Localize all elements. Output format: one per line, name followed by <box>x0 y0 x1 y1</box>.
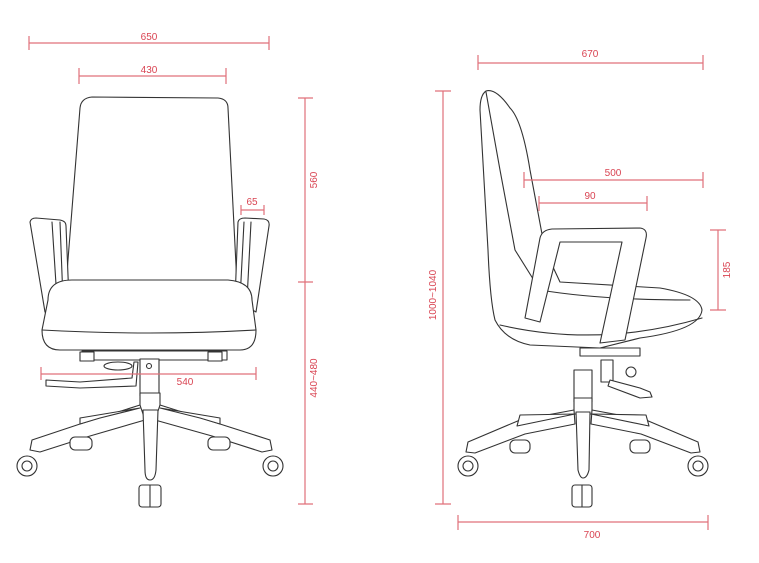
label-backrest-height: 560 <box>309 171 320 188</box>
label-overall-depth: 670 <box>582 49 599 60</box>
label-overall-height: 1000~1040 <box>428 269 439 320</box>
dim-armrest-length: 90 <box>538 191 648 211</box>
label-backrest-width: 430 <box>141 65 158 76</box>
label-armrest-height: 185 <box>722 261 733 278</box>
label-armrest-length: 90 <box>584 191 596 202</box>
dim-overall-height: 1000~1040 <box>428 90 451 505</box>
dim-seat-depth: 500 <box>523 168 704 188</box>
label-armrest-width: 65 <box>246 197 258 208</box>
label-seat-height: 440~480 <box>309 358 320 398</box>
front-view-chair <box>16 96 284 508</box>
dim-backrest-height: 560 <box>298 97 320 283</box>
dim-armrest-width: 65 <box>240 197 265 215</box>
dim-base-diameter: 700 <box>457 515 709 541</box>
side-view-chair <box>457 90 709 508</box>
label-base-diameter: 700 <box>584 530 601 541</box>
dim-armrest-height: 185 <box>710 229 733 311</box>
dim-backrest-width: 430 <box>78 65 227 84</box>
label-seat-depth: 500 <box>605 168 622 179</box>
dim-seat-height: 440~480 <box>298 282 320 505</box>
dim-overall-width: 650 <box>28 32 270 50</box>
label-seat-width: 540 <box>177 377 194 388</box>
dim-seat-width: 540 <box>40 367 257 388</box>
dim-overall-depth: 670 <box>477 49 704 70</box>
label-overall-width: 650 <box>141 32 158 43</box>
